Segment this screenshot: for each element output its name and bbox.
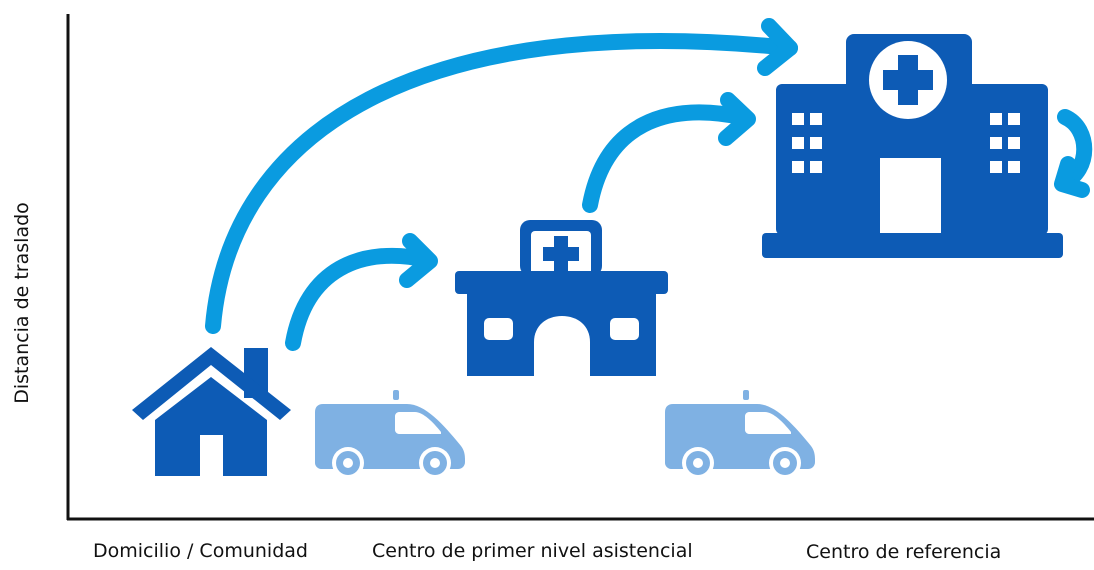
ambulance-icon (665, 390, 815, 479)
x-label-referencia: Centro de referencia (806, 541, 1002, 563)
hospital-windows (792, 113, 1020, 173)
arrowhead-icon (399, 233, 438, 288)
y-axis-label: Distancia de traslado (11, 202, 33, 404)
x-label-domicilio: Domicilio / Comunidad (93, 540, 308, 562)
house-roof (132, 347, 291, 420)
hospital-icon (762, 34, 1063, 258)
axes (66, 14, 1094, 521)
arrowhead-icon (718, 92, 756, 146)
clinic-icon (455, 220, 668, 376)
arrowheads (399, 18, 1090, 288)
arrow-house-to-clinic (285, 247, 436, 351)
arrowhead-icon (757, 18, 798, 76)
x-label-primer-nivel: Centro de primer nivel asistencial (372, 540, 693, 562)
arrowhead-icon (1054, 156, 1090, 198)
flow-arrows (205, 33, 1093, 351)
arrow-house-to-referral (205, 33, 798, 334)
plus-icon (883, 55, 933, 105)
ambulance-icon (315, 390, 465, 479)
house-body (155, 377, 267, 476)
house-icon (132, 347, 291, 476)
plus-icon (543, 236, 579, 272)
arrow-clinic-to-referral (582, 104, 754, 213)
